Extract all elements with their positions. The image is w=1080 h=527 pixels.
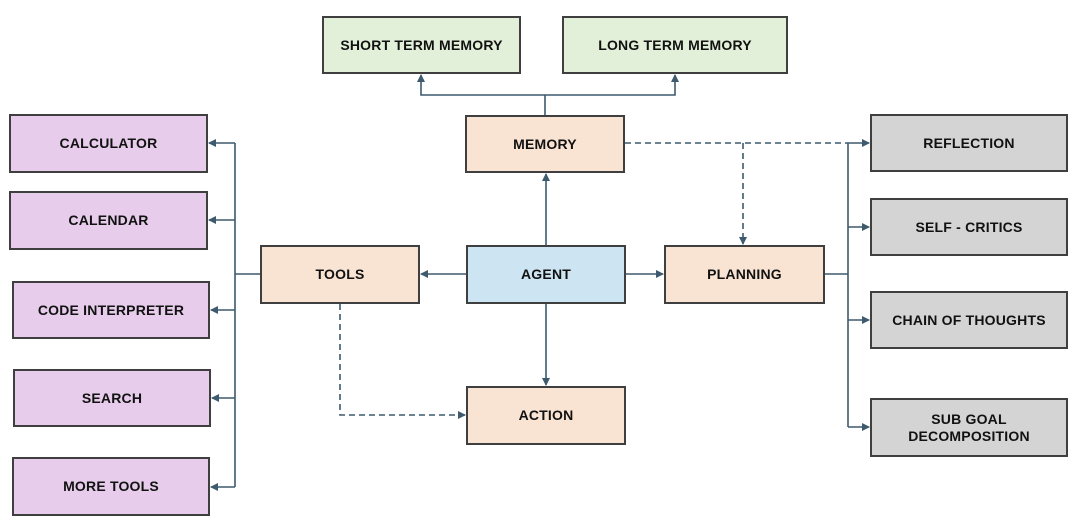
calendar-label: CALENDAR (68, 212, 149, 228)
sub-goal-decomposition-label: SUB GOAL DECOMPOSITION (908, 410, 1030, 444)
memory-to-short-term-arrow (417, 74, 545, 96)
search-label: SEARCH (81, 389, 143, 406)
self-critics-label: SELF - CRITICS (915, 218, 1023, 235)
agent-label: AGENT (521, 266, 571, 282)
chain-of-thoughts-label: CHAIN OF THOUGHTS (892, 311, 1046, 328)
tools-label: TOOLS (315, 266, 365, 282)
reflection-label: REFLECTION (923, 134, 1015, 151)
short-term-memory-node: SHORT TERM MEMORY (322, 16, 521, 74)
long-term-memory-label: LONG TERM MEMORY (598, 36, 752, 53)
agent-node: AGENT (466, 245, 626, 304)
planning-label: PLANNING (707, 266, 782, 282)
action-node: ACTION (466, 386, 626, 445)
more-tools-node: MORE TOOLS (12, 457, 210, 516)
more-tools-label: MORE TOOLS (63, 478, 159, 494)
reflection-node: REFLECTION (870, 114, 1068, 172)
memory-label: MEMORY (513, 135, 577, 152)
self-critics-node: SELF - CRITICS (870, 198, 1068, 256)
calculator-node: CALCULATOR (9, 114, 208, 173)
planning-bracket-line (825, 143, 849, 427)
planning-node: PLANNING (664, 245, 825, 304)
search-node: SEARCH (13, 369, 211, 427)
calendar-node: CALENDAR (9, 191, 208, 250)
calculator-label: CALCULATOR (59, 135, 158, 151)
tools-bracket-line (234, 143, 260, 487)
memory-node: MEMORY (465, 115, 625, 173)
memory-to-long-term-arrow (545, 74, 679, 96)
tools-to-action-dashed-arrow (339, 304, 466, 419)
tools-node: TOOLS (260, 245, 420, 304)
action-label: ACTION (518, 407, 574, 423)
short-term-memory-label: SHORT TERM MEMORY (340, 36, 503, 53)
long-term-memory-node: LONG TERM MEMORY (562, 16, 788, 74)
sub-goal-decomposition-node: SUB GOAL DECOMPOSITION (870, 398, 1068, 457)
code-interpreter-label: CODE INTERPRETER (37, 301, 185, 318)
code-interpreter-node: CODE INTERPRETER (12, 281, 210, 339)
chain-of-thoughts-node: CHAIN OF THOUGHTS (870, 291, 1068, 349)
